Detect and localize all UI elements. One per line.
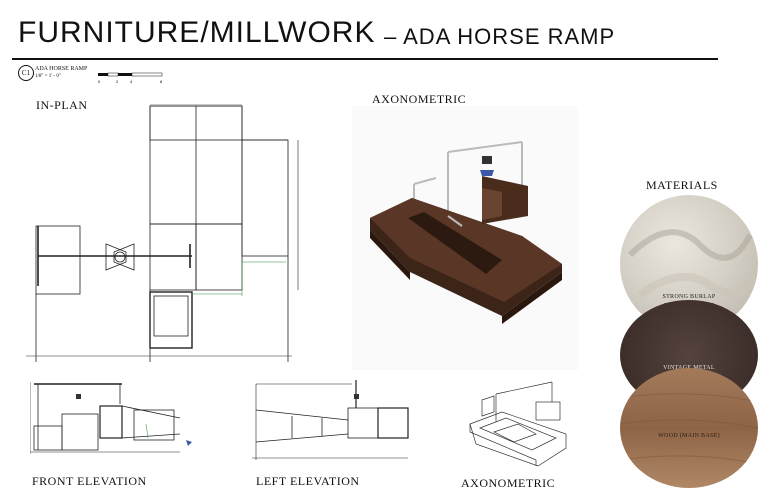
title-rule (12, 58, 718, 60)
scale-bar: 0 2 4 8 (98, 72, 163, 84)
front-elevation-label: FRONT ELEVATION (32, 474, 147, 488)
left-elevation-label: LEFT ELEVATION (256, 474, 360, 488)
material-wood: WOOD (MAIN BASE) (620, 368, 758, 488)
scale-tick: 0 (98, 79, 101, 84)
scale-tick: 8 (160, 79, 163, 84)
materials-heading: MATERIALS (646, 178, 718, 192)
sheet-scale: 1/8" = 1' - 0" (35, 74, 61, 79)
left-elevation-drawing (252, 380, 409, 460)
wood-caption-line1: WOOD (MAIN BASE) (658, 433, 720, 439)
burlap-texture (627, 229, 758, 299)
sheet-tag: C1 (18, 65, 34, 81)
sheet-subtitle: – ADA HORSE RAMP (384, 24, 616, 49)
plan-label: IN-PLAN (36, 98, 88, 112)
sheet-title: FURNITURE/MILLWORK (18, 16, 376, 49)
front-elevation-drawing (30, 382, 192, 454)
burlap-caption-line1: STRONG BURLAP (662, 294, 716, 300)
axonometric-linework (469, 381, 567, 467)
sheet-name: ADA HORSE RAMP (35, 66, 88, 72)
wood-caption: WOOD (MAIN BASE) (620, 432, 758, 441)
scale-tick: 2 (116, 79, 119, 84)
wood-grain (620, 393, 758, 465)
axonometric-render (352, 106, 578, 370)
axonometric-label: AXONOMETRIC (372, 92, 467, 106)
plan-drawing (26, 104, 299, 362)
axonometric-label-2: AXONOMETRIC (461, 476, 556, 490)
scale-tick: 4 (130, 79, 133, 84)
